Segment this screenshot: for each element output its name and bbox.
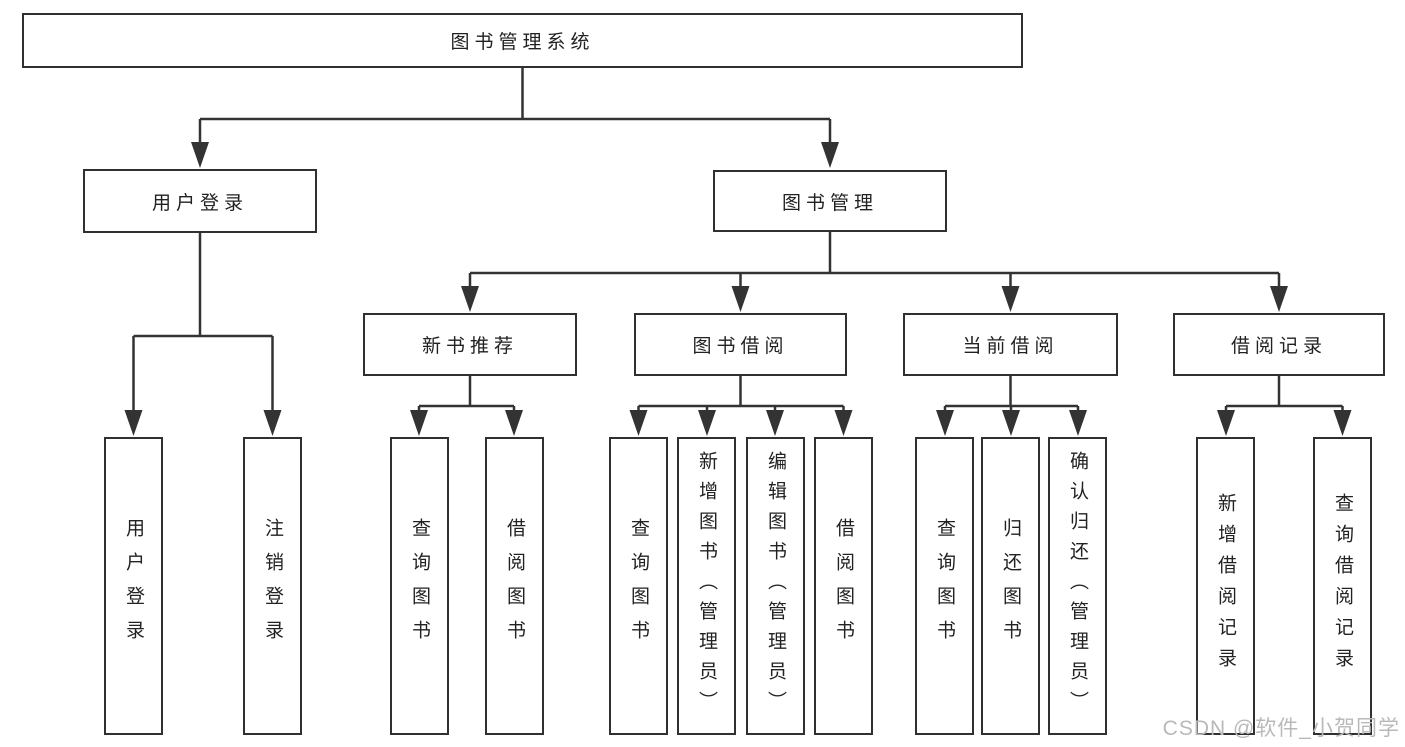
leaf-newbook-query-books-label: 查询图书 bbox=[409, 518, 430, 654]
leaf-records-query-record: 查询借阅记录 bbox=[1313, 437, 1372, 735]
leaf-user-login-label: 用户登录 bbox=[123, 518, 144, 654]
leaf-current-return-books: 归还图书 bbox=[981, 437, 1040, 735]
leaf-user-login: 用户登录 bbox=[104, 437, 163, 735]
node-borrowing-records-label: 借阅记录 bbox=[1230, 336, 1327, 357]
leaf-borrow-add-books-admin: 新增图书（管理员） bbox=[677, 437, 736, 735]
leaf-borrow-query-books: 查询图书 bbox=[609, 437, 668, 735]
node-book-borrowing: 图书借阅 bbox=[634, 313, 847, 376]
node-current-borrowing: 当前借阅 bbox=[903, 313, 1118, 376]
leaf-logout-login-label: 注销登录 bbox=[262, 518, 283, 654]
node-user-login-label: 用户登录 bbox=[151, 192, 248, 214]
leaf-borrow-edit-books-admin-label: 编辑图书（管理员） bbox=[765, 451, 786, 721]
leaf-borrow-add-books-admin-label: 新增图书（管理员） bbox=[696, 451, 717, 721]
leaf-records-add-record: 新增借阅记录 bbox=[1196, 437, 1255, 735]
leaf-borrow-edit-books-admin: 编辑图书（管理员） bbox=[746, 437, 805, 735]
leaf-records-add-record-label: 新增借阅记录 bbox=[1215, 493, 1236, 679]
node-book-borrowing-label: 图书借阅 bbox=[692, 336, 789, 357]
leaf-newbook-borrow-books: 借阅图书 bbox=[485, 437, 544, 735]
leaf-records-query-record-label: 查询借阅记录 bbox=[1332, 493, 1353, 679]
leaf-newbook-query-books: 查询图书 bbox=[390, 437, 449, 735]
node-user-login: 用户登录 bbox=[83, 169, 317, 233]
leaf-borrow-borrow-books: 借阅图书 bbox=[814, 437, 873, 735]
node-book-management: 图书管理 bbox=[713, 170, 947, 232]
leaf-current-confirm-return-admin: 确认归还（管理员） bbox=[1048, 437, 1107, 735]
root-node-label: 图书管理系统 bbox=[450, 32, 595, 53]
leaf-borrow-query-books-label: 查询图书 bbox=[628, 518, 649, 654]
node-borrowing-records: 借阅记录 bbox=[1173, 313, 1385, 376]
leaf-current-query-books: 查询图书 bbox=[915, 437, 974, 735]
node-current-borrowing-label: 当前借阅 bbox=[962, 336, 1059, 357]
leaf-newbook-borrow-books-label: 借阅图书 bbox=[504, 518, 525, 654]
leaf-current-query-books-label: 查询图书 bbox=[934, 518, 955, 654]
node-new-book-recommend-label: 新书推荐 bbox=[421, 336, 518, 357]
root-node-system-title: 图书管理系统 bbox=[22, 13, 1023, 68]
leaf-current-confirm-return-admin-label: 确认归还（管理员） bbox=[1067, 451, 1088, 721]
node-book-management-label: 图书管理 bbox=[781, 192, 878, 214]
leaf-logout-login: 注销登录 bbox=[243, 437, 302, 735]
csdn-watermark: CSDN @软件_小贺同学 bbox=[1162, 717, 1400, 740]
leaf-current-return-books-label: 归还图书 bbox=[1000, 518, 1021, 654]
leaf-borrow-borrow-books-label: 借阅图书 bbox=[833, 518, 854, 654]
node-new-book-recommend: 新书推荐 bbox=[363, 313, 577, 376]
